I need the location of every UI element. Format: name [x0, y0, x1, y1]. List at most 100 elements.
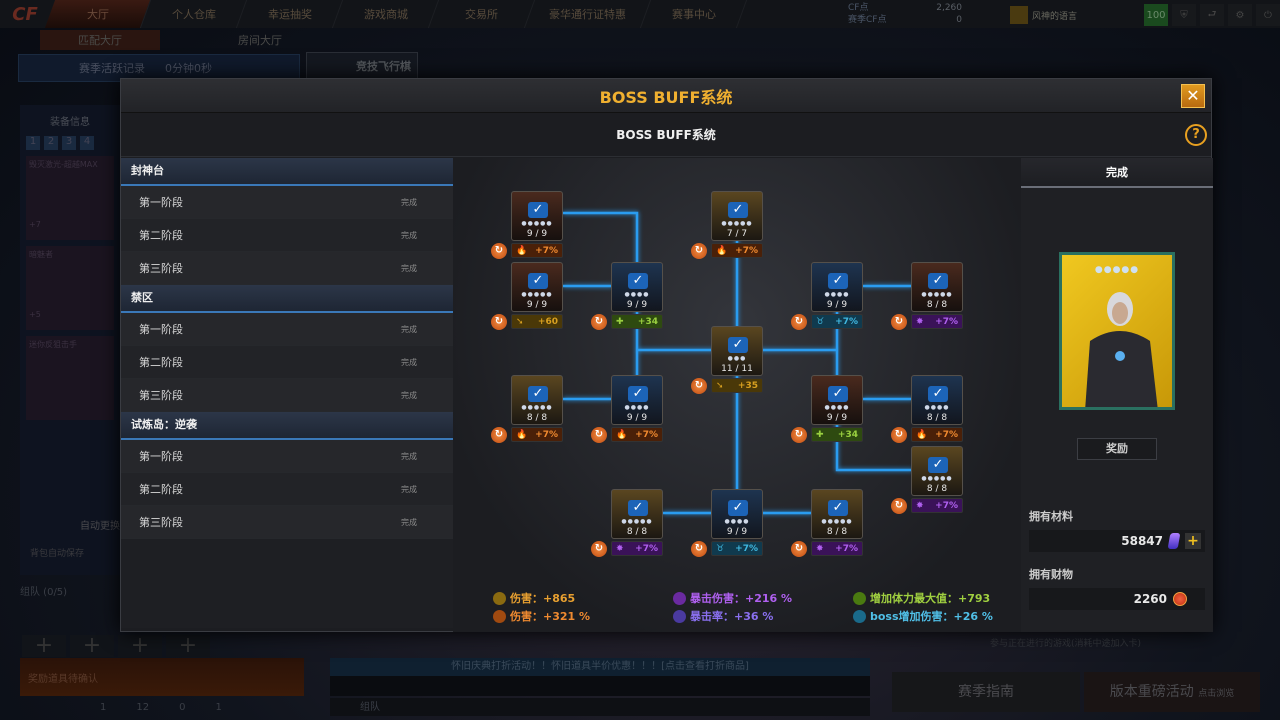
- stage-item[interactable]: 第三阶段完成: [121, 379, 453, 412]
- refresh-icon[interactable]: ↻: [891, 498, 907, 514]
- refresh-icon[interactable]: ↻: [891, 427, 907, 443]
- refresh-icon[interactable]: ↻: [491, 243, 507, 259]
- stage-item[interactable]: 第三阶段完成: [121, 252, 453, 285]
- weapon-card[interactable]: 毁灭激光-超越MAX+7: [26, 156, 114, 240]
- refresh-icon[interactable]: ↻: [691, 243, 707, 259]
- stage-item[interactable]: 第二阶段完成: [121, 346, 453, 379]
- buff-node[interactable]: ✓ ●●●●● 8 / 8 ↻ 🔥+7%: [491, 375, 563, 443]
- tab-lobby[interactable]: 大厅: [44, 0, 152, 28]
- buff-node[interactable]: ✓ ●●●● 9 / 9 ↻ ✚+34: [791, 375, 863, 443]
- cf-coin-icon: [1173, 592, 1187, 606]
- exit-room-icon[interactable]: ⮐: [1200, 4, 1224, 26]
- refresh-icon[interactable]: ↻: [491, 314, 507, 330]
- loadout-tab[interactable]: 2: [44, 136, 58, 150]
- loadout-tab[interactable]: 1: [26, 136, 40, 150]
- race-button[interactable]: 竞技飞行棋: [306, 52, 418, 80]
- stage-item[interactable]: 第一阶段完成: [121, 440, 453, 473]
- buff-badge: ✚+34: [811, 427, 863, 442]
- buff-node[interactable]: ✓ ●●●● 9 / 9 ↻ ♉+7%: [791, 262, 863, 330]
- announcement-marquee[interactable]: 怀旧庆典打折活动！！怀旧道具半价优惠！！！[点击查看打折商品]: [330, 658, 870, 676]
- bullet-icon: ➘: [516, 316, 524, 327]
- tab-label: 赛事中心: [671, 8, 716, 21]
- tab-match-lobby[interactable]: 匹配大厅: [40, 30, 160, 50]
- power-icon[interactable]: ⏻: [1256, 4, 1280, 26]
- gear-icon[interactable]: ⚙: [1228, 4, 1252, 26]
- add-member-button[interactable]: +: [22, 635, 66, 657]
- stage-item[interactable]: 第一阶段完成: [121, 313, 453, 346]
- weapon-card[interactable]: 暗魅者+5: [26, 246, 114, 330]
- refresh-icon[interactable]: ↻: [591, 427, 607, 443]
- tab-exchange[interactable]: 交易所: [428, 0, 536, 28]
- auto-save-toggle[interactable]: 背包自动保存: [30, 549, 85, 559]
- tab-events[interactable]: 赛事中心: [640, 0, 748, 28]
- buff-node[interactable]: ✓ ●●●●● 8 / 8 ↻ ✸+7%: [891, 262, 963, 330]
- buff-node[interactable]: ✓ ●●●● 9 / 9 ↻ ✚+34: [591, 262, 663, 330]
- refresh-icon[interactable]: ↻: [691, 378, 707, 394]
- stage-item[interactable]: 第三阶段完成: [121, 506, 453, 539]
- refresh-icon[interactable]: ↻: [691, 541, 707, 557]
- check-icon: ✓: [928, 273, 948, 289]
- refresh-icon[interactable]: ↻: [591, 314, 607, 330]
- section-header[interactable]: 封神台: [121, 158, 453, 186]
- auto-swap-button[interactable]: 自动更换: [80, 520, 120, 532]
- refresh-icon[interactable]: ↻: [491, 427, 507, 443]
- refresh-icon[interactable]: ↻: [591, 541, 607, 557]
- join-hint: 参与正在进行的游戏(消耗中途加入卡): [990, 639, 1142, 649]
- stage-item[interactable]: 第二阶段完成: [121, 473, 453, 506]
- reward-button[interactable]: 奖励: [1077, 438, 1157, 460]
- refresh-icon[interactable]: ↻: [891, 314, 907, 330]
- buff-node[interactable]: ✓ ●●●● 9 / 9 ↻ ♉+7%: [691, 489, 763, 557]
- add-member-button[interactable]: +: [166, 635, 210, 657]
- buff-node[interactable]: ✓ ●●●●● 8 / 8 ↻ ✸+7%: [791, 489, 863, 557]
- check-icon: ✓: [728, 337, 748, 353]
- buff-node[interactable]: ✓ ●●●● 9 / 9 ↻ 🔥+7%: [591, 375, 663, 443]
- help-icon[interactable]: ?: [1185, 124, 1207, 146]
- shield-icon[interactable]: ⛨: [1172, 4, 1196, 26]
- stage-item[interactable]: 第一阶段完成: [121, 186, 453, 219]
- add-member-button[interactable]: +: [70, 635, 114, 657]
- stage-item[interactable]: 第二阶段完成: [121, 219, 453, 252]
- buff-node[interactable]: ✓ ●●●●● 8 / 8 ↻ ✸+7%: [891, 446, 963, 514]
- buff-node[interactable]: ✓ ●●●●● 7 / 7 ↻ 🔥+7%: [691, 191, 763, 259]
- weapon-card[interactable]: 迷你反狙击手: [26, 336, 114, 420]
- tab-warehouse[interactable]: 个人仓库: [140, 0, 248, 28]
- season-guide-button[interactable]: 赛季指南: [892, 672, 1080, 712]
- tab-shop[interactable]: 游戏商城: [332, 0, 440, 28]
- loadout-tab[interactable]: 4: [80, 136, 94, 150]
- boss-portrait: ✓ ●●●●● 7 / 7: [711, 191, 763, 241]
- tab-pass[interactable]: 豪华通行证特惠: [524, 0, 652, 28]
- refresh-icon[interactable]: ↻: [791, 427, 807, 443]
- buff-tree: ✓ ●●●●● 9 / 9 ↻ 🔥+7% ✓ ●●●●● 7 / 7 ↻ 🔥+7…: [453, 158, 1021, 632]
- tab-room-lobby[interactable]: 房间大厅: [238, 34, 282, 47]
- refresh-icon[interactable]: ↻: [791, 314, 807, 330]
- chat-input[interactable]: 组队: [330, 698, 870, 716]
- buff-node[interactable]: ✓ ●●●●● 9 / 9 ↻ 🔥+7%: [491, 191, 563, 259]
- buff-node[interactable]: ✓ ●●●● 8 / 8 ↻ 🔥+7%: [891, 375, 963, 443]
- loadout-tab[interactable]: 3: [62, 136, 76, 150]
- materials-field: 58847 +: [1029, 530, 1205, 552]
- close-button[interactable]: ✕: [1181, 84, 1205, 108]
- major-event-button[interactable]: 版本重磅活动 点击浏览: [1084, 672, 1260, 712]
- reward-confirm-button[interactable]: 奖励道具待确认: [20, 658, 304, 696]
- buff-badge: ✸+7%: [811, 541, 863, 556]
- check-icon: ✓: [928, 457, 948, 473]
- add-materials-button[interactable]: +: [1185, 533, 1201, 549]
- stage-label: 第三阶段: [139, 516, 183, 529]
- check-icon: ✓: [628, 273, 648, 289]
- stage-label: 第一阶段: [139, 196, 183, 209]
- buff-node[interactable]: ✓ ●●●●● 8 / 8 ↻ ✸+7%: [591, 489, 663, 557]
- tab-lottery[interactable]: 幸运抽奖: [236, 0, 344, 28]
- buff-node[interactable]: ✓ ●●●●● 9 / 9 ↻ ➘+60: [491, 262, 563, 330]
- level-badge[interactable]: 100: [1144, 4, 1168, 26]
- user-info[interactable]: 风神的语言: [1010, 6, 1077, 24]
- section-header[interactable]: 试炼岛：逆袭: [121, 412, 453, 440]
- refresh-icon[interactable]: ↻: [791, 541, 807, 557]
- tab-label: 游戏商城: [363, 8, 408, 21]
- section-header[interactable]: 禁区: [121, 285, 453, 313]
- node-progress: 9 / 9: [826, 300, 848, 310]
- buff-node[interactable]: ✓ ●●● 11 / 11 ↻ ➘+35: [691, 326, 763, 394]
- chat-channel[interactable]: 组队: [360, 702, 380, 713]
- add-member-button[interactable]: +: [118, 635, 162, 657]
